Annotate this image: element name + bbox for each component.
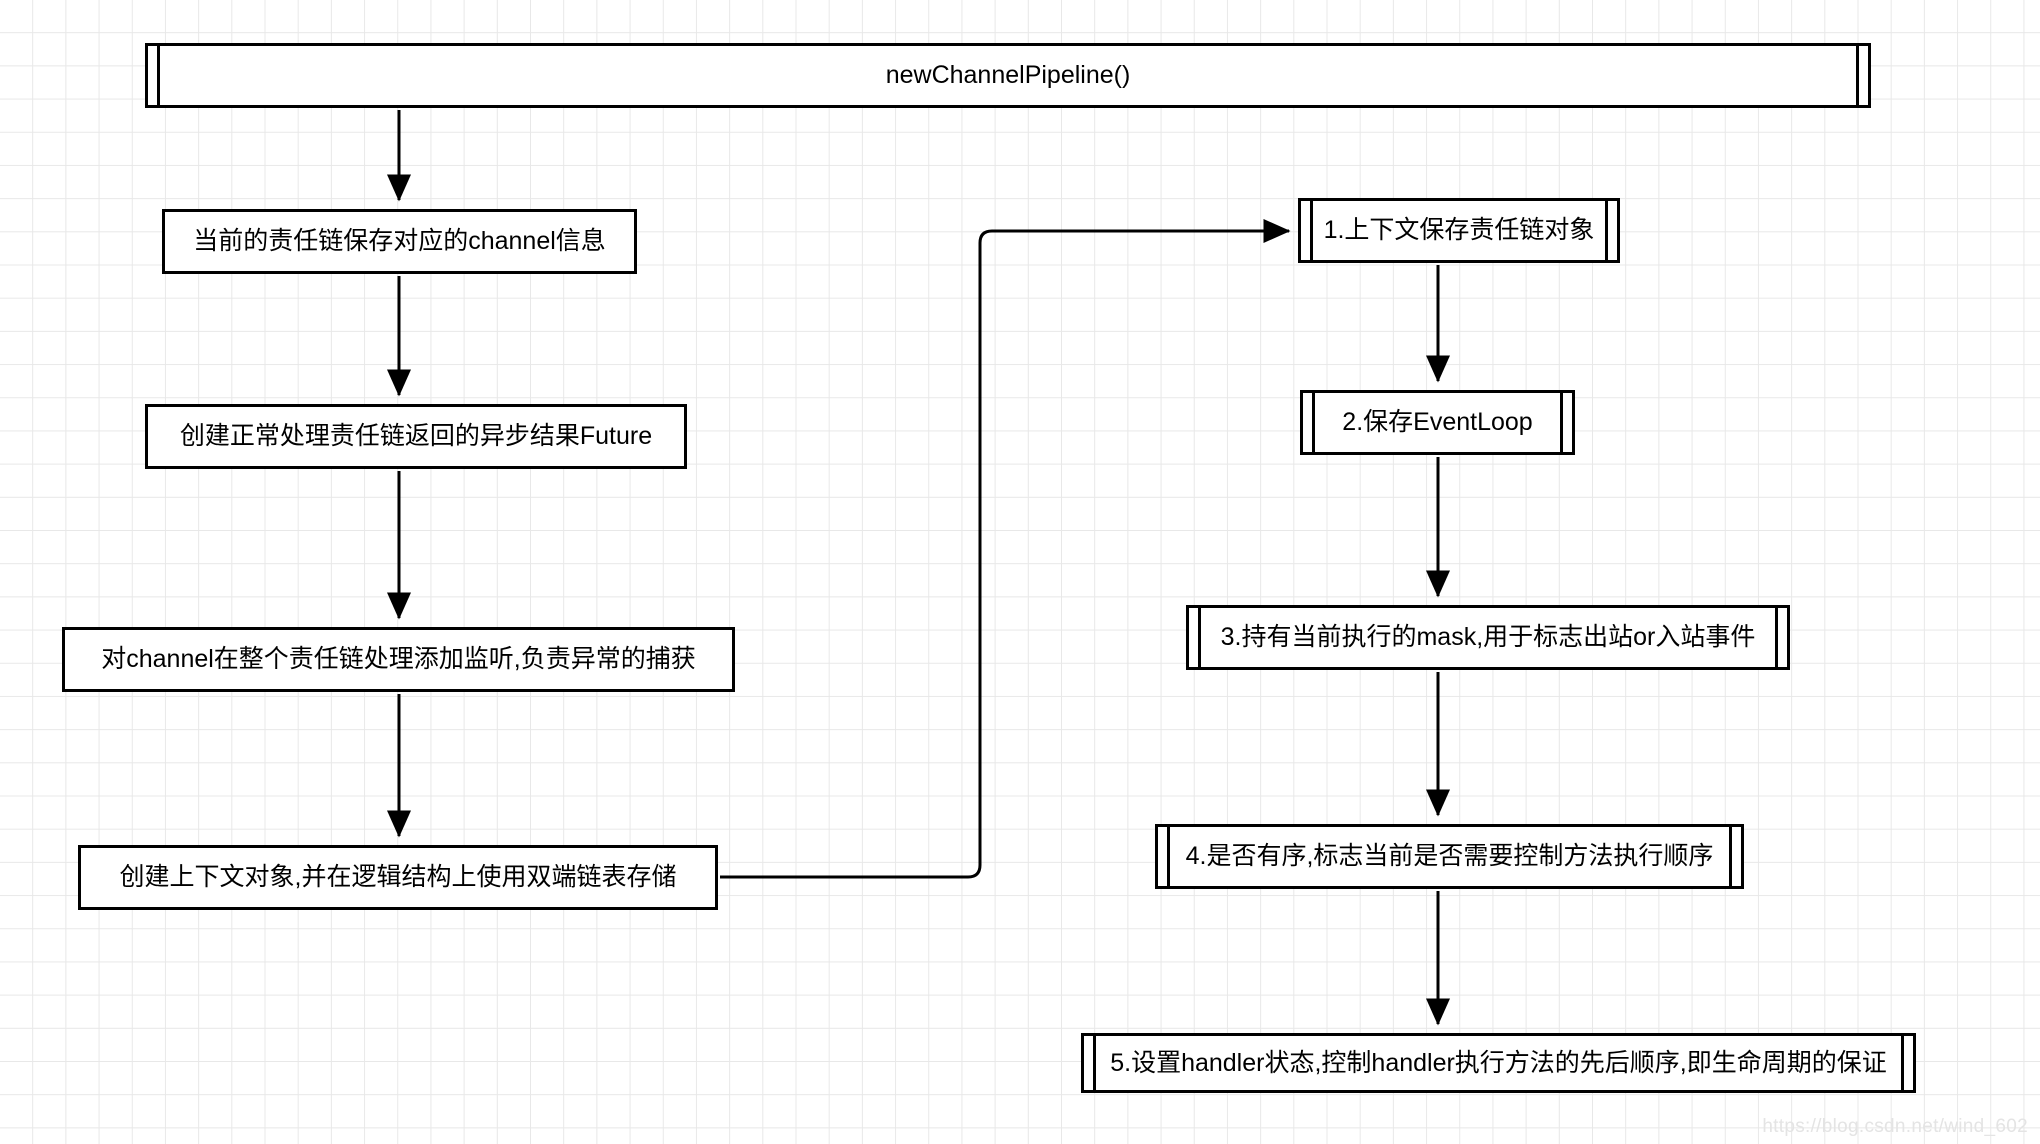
node-right-3[interactable]: 3.持有当前执行的mask,用于标志出站or入站事件	[1186, 605, 1790, 670]
node-right-2-label: 2.保存EventLoop	[1342, 408, 1533, 437]
watermark: https://blog.csdn.net/wind_602	[1762, 1116, 2028, 1137]
node-left-2-label: 创建正常处理责任链返回的异步结果Future	[179, 422, 653, 451]
node-left-1-label: 当前的责任链保存对应的channel信息	[193, 227, 606, 256]
node-right-4-label: 4.是否有序,标志当前是否需要控制方法执行顺序	[1185, 842, 1714, 871]
node-left-4[interactable]: 创建上下文对象,并在逻辑结构上使用双端链表存储	[78, 845, 718, 910]
node-right-5-label: 5.设置handler状态,控制handler执行方法的先后顺序,即生命周期的保…	[1110, 1048, 1887, 1077]
node-title-label: newChannelPipeline()	[885, 61, 1131, 90]
node-left-3[interactable]: 对channel在整个责任链处理添加监听,负责异常的捕获	[62, 627, 735, 692]
node-right-3-label: 3.持有当前执行的mask,用于标志出站or入站事件	[1220, 623, 1756, 652]
node-left-3-label: 对channel在整个责任链处理添加监听,负责异常的捕获	[101, 645, 696, 674]
node-right-2[interactable]: 2.保存EventLoop	[1300, 390, 1575, 455]
node-left-2[interactable]: 创建正常处理责任链返回的异步结果Future	[145, 404, 687, 469]
node-right-5[interactable]: 5.设置handler状态,控制handler执行方法的先后顺序,即生命周期的保…	[1081, 1033, 1916, 1093]
edge-l4-to-r1	[720, 219, 1291, 879]
node-right-1-label: 1.上下文保存责任链对象	[1323, 216, 1595, 245]
node-right-1[interactable]: 1.上下文保存责任链对象	[1298, 198, 1620, 263]
node-left-1[interactable]: 当前的责任链保存对应的channel信息	[162, 209, 637, 274]
node-right-4[interactable]: 4.是否有序,标志当前是否需要控制方法执行顺序	[1155, 824, 1744, 889]
node-new-channel-pipeline[interactable]: newChannelPipeline()	[145, 43, 1871, 108]
node-left-4-label: 创建上下文对象,并在逻辑结构上使用双端链表存储	[119, 863, 677, 892]
